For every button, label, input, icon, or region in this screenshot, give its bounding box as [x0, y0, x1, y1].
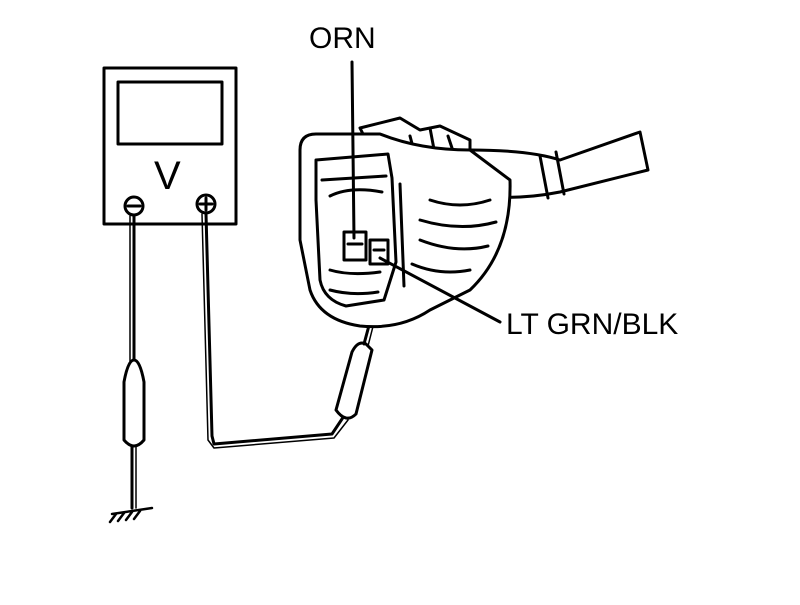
leader-line-lt-grn-blk [378, 256, 502, 324]
ground-icon [108, 506, 154, 524]
negative-probe-handle [122, 358, 146, 448]
negative-terminal-icon [123, 195, 145, 217]
terminal-cavity-lt-grn-blk [368, 238, 390, 266]
meter-unit-label: V [154, 154, 181, 198]
voltmeter [102, 66, 238, 226]
wire-label-orn: ORN [309, 22, 376, 55]
leader-line-orn [350, 60, 356, 240]
wire-label-lt-grn-blk: LT GRN/BLK [506, 308, 679, 341]
negative-lead [108, 214, 154, 524]
positive-probe-handle [334, 341, 374, 420]
voltmeter-display [116, 80, 224, 146]
positive-terminal-icon [195, 193, 217, 215]
